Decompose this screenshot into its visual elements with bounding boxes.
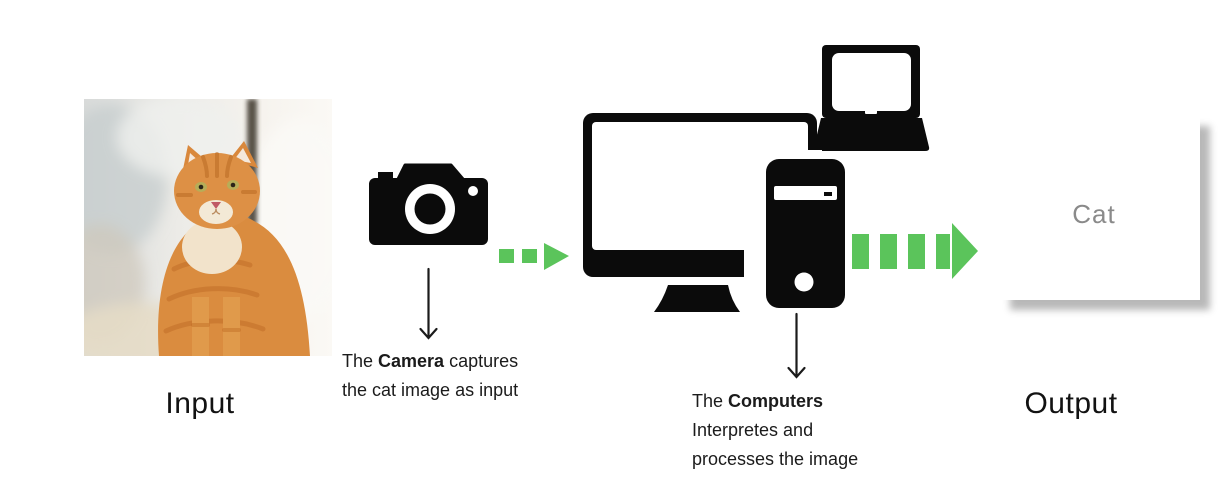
- camera-caption: The Camera captures the cat image as inp…: [342, 347, 518, 405]
- green-dashed-arrow-icon: [852, 223, 978, 279]
- desktop-monitor-icon: [583, 113, 822, 312]
- computer-caption-bold: Computers: [728, 391, 824, 411]
- camera-caption-bold: Camera: [378, 351, 445, 371]
- camera-icon: [369, 163, 488, 245]
- down-arrow-icon: [787, 312, 806, 379]
- green-dashed-arrow-icon: [499, 243, 569, 270]
- camera-caption-line2: the cat image as input: [342, 380, 519, 400]
- laptop-icon: [813, 45, 930, 151]
- computer-caption-line2: Interpretes and: [692, 420, 814, 440]
- output-card: Cat: [1000, 116, 1200, 300]
- camera-caption-line1: The Camera captures: [342, 347, 518, 376]
- cat-photo-art: [84, 99, 332, 356]
- output-label: Output: [1024, 387, 1118, 420]
- camera-caption-text: captures: [444, 351, 519, 371]
- computer-caption-line3: processes the image: [692, 449, 859, 469]
- computer-caption-text: The: [692, 391, 729, 411]
- input-label: Input: [165, 387, 235, 420]
- output-result-text: Cat: [1072, 198, 1116, 229]
- computer-caption: The Computers Interpretes and processes …: [692, 387, 858, 474]
- down-arrow-icon: [419, 267, 438, 340]
- camera-caption-text: The: [342, 351, 379, 371]
- input-cat-photo: [84, 99, 332, 356]
- computer-caption-line1: The Computers: [692, 387, 858, 416]
- computer-tower-icon: [763, 156, 848, 311]
